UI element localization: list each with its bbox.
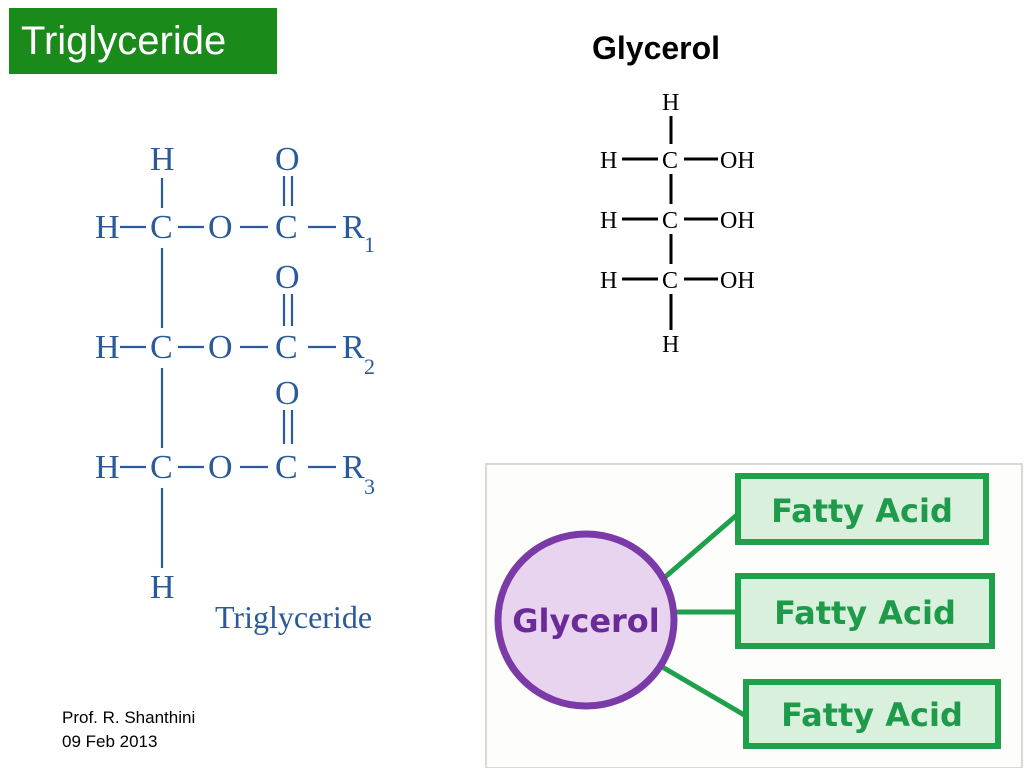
fatty-acid-node-1: Fatty Acid xyxy=(735,473,989,545)
tg-caption: Triglyceride xyxy=(215,599,372,635)
tg-o-row2: O xyxy=(208,329,233,366)
fatty-acid-label-2: Fatty Acid xyxy=(774,594,956,632)
fatty-acid-node-3: Fatty Acid xyxy=(743,679,1001,749)
tg-dbl-o-row3: O xyxy=(275,375,300,412)
gly-top-h: H xyxy=(662,90,679,116)
tg-r-row1: R xyxy=(342,209,365,246)
tg-h-row2: H xyxy=(95,329,120,366)
gly-c-row1: C xyxy=(662,148,678,174)
fatty-acid-node-2: Fatty Acid xyxy=(735,573,995,649)
gly-oh-row3: OH xyxy=(720,268,755,294)
footer-author: Prof. R. Shanthini xyxy=(62,708,196,727)
fatty-acid-label-3: Fatty Acid xyxy=(781,696,963,734)
tg-h-row1: H xyxy=(95,209,120,246)
footer: Prof. R. Shanthini 09 Feb 2013 xyxy=(62,706,195,754)
gly-c-row3: C xyxy=(662,268,678,294)
gly-oh-row2: OH xyxy=(720,208,755,234)
gly-c-row2: C xyxy=(662,208,678,234)
glycerol-fatty-acid-diagram: Glycerol Fatty Acid Fatty Acid Fatty Aci… xyxy=(485,463,1023,768)
tg-top-h: H xyxy=(150,141,175,178)
tg-c-row1: C xyxy=(150,209,173,246)
fatty-acid-label-1: Fatty Acid xyxy=(771,492,953,530)
glycerol-structure: H H C OH H C OH H C OH H xyxy=(600,90,755,358)
gly-h-row2: H xyxy=(600,208,617,234)
tg-c2-row3: C xyxy=(275,449,298,486)
gly-bottom-h: H xyxy=(662,332,679,358)
tg-r-row3: R xyxy=(342,449,365,486)
tg-dbl-o-row1: O xyxy=(275,141,300,178)
tg-r-sub-row1: 1 xyxy=(364,232,375,257)
tg-r-sub-row2: 2 xyxy=(364,354,375,379)
tg-o-row1: O xyxy=(208,209,233,246)
tg-c2-row1: C xyxy=(275,209,298,246)
tg-o-row3: O xyxy=(208,449,233,486)
tg-c-row3: C xyxy=(150,449,173,486)
triglyceride-structure: H H C O C O R 1 O H C O C R 2 O H C O C … xyxy=(95,141,375,635)
tg-c-row2: C xyxy=(150,329,173,366)
gly-oh-row1: OH xyxy=(720,148,755,174)
gly-h-row1: H xyxy=(600,148,617,174)
tg-bottom-h: H xyxy=(150,569,175,606)
tg-c2-row2: C xyxy=(275,329,298,366)
tg-r-row2: R xyxy=(342,329,365,366)
slide-title: Triglyceride xyxy=(9,8,277,74)
footer-date: 09 Feb 2013 xyxy=(62,732,158,751)
glycerol-node: Glycerol xyxy=(494,530,678,710)
tg-dbl-o-row2: O xyxy=(275,259,300,296)
gly-h-row3: H xyxy=(600,268,617,294)
tg-r-sub-row3: 3 xyxy=(364,474,375,499)
glycerol-node-label: Glycerol xyxy=(512,602,660,640)
tg-h-row3: H xyxy=(95,449,120,486)
glycerol-heading: Glycerol xyxy=(592,30,721,66)
